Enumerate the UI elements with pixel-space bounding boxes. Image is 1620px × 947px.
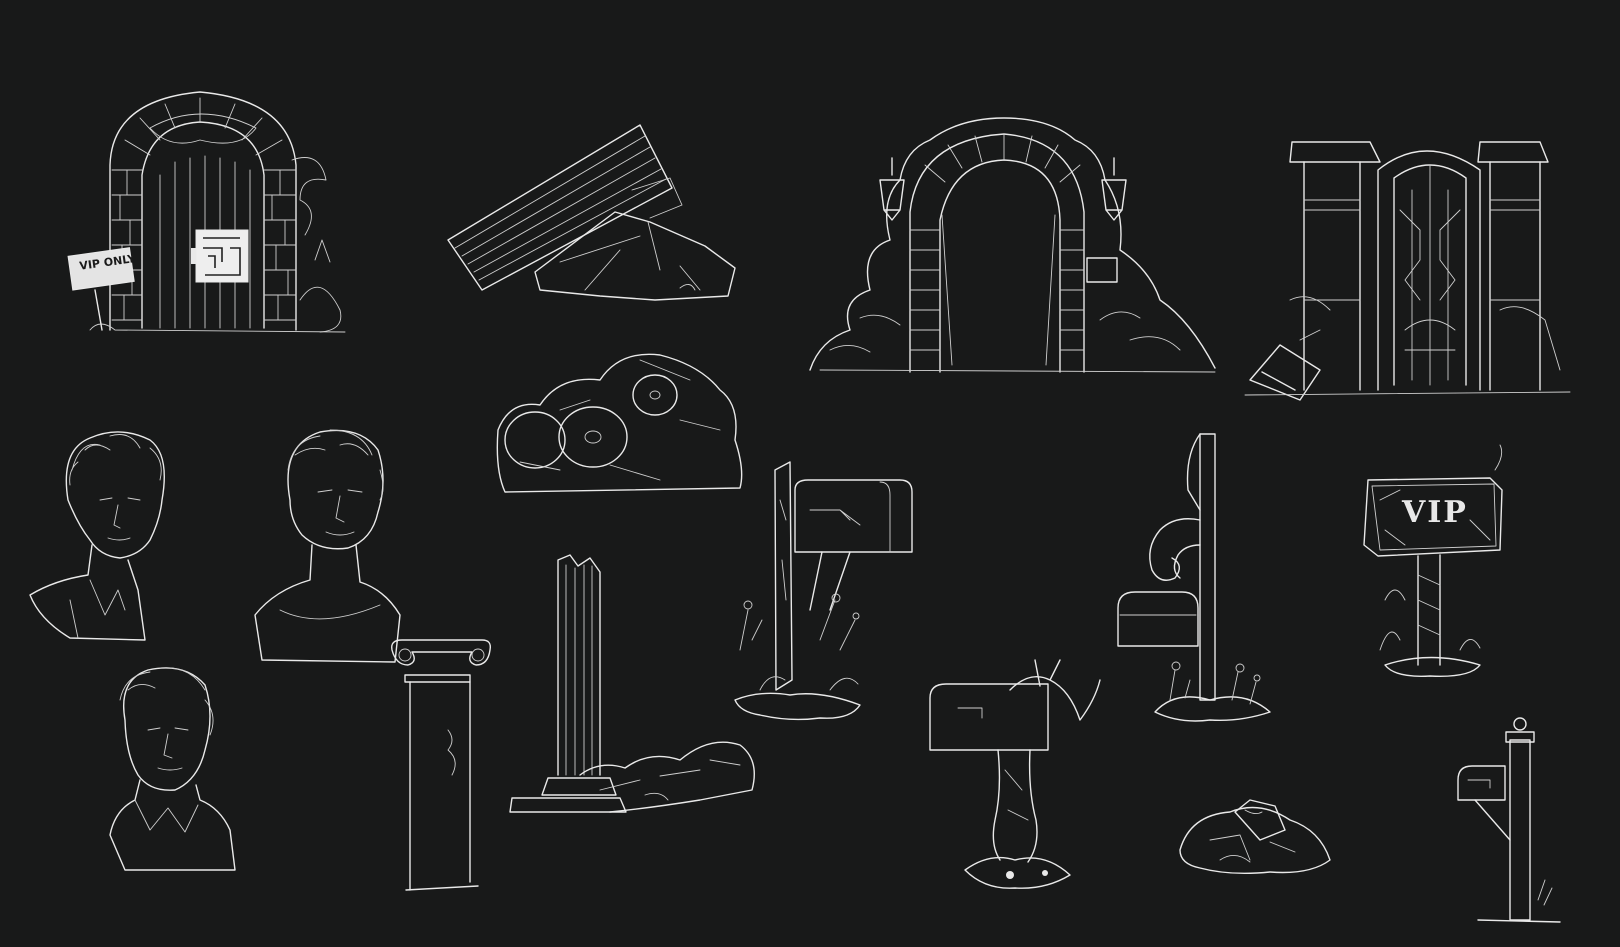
broken-fluted-column bbox=[509, 554, 755, 813]
vip-sign-text: VIP bbox=[1401, 495, 1468, 530]
column-rubble-pile bbox=[496, 353, 743, 493]
vip-sign-post: VIP bbox=[1363, 444, 1503, 677]
brick-archway-with-lanterns bbox=[809, 117, 1216, 373]
fallen-fluted-column bbox=[447, 124, 736, 301]
ornate-gate-with-columns bbox=[1244, 141, 1571, 401]
classical-statue-bust bbox=[254, 429, 401, 663]
curly-hair-man-bust bbox=[29, 431, 165, 641]
mailbox-on-overgrown-post bbox=[734, 461, 913, 721]
rock-pile bbox=[1179, 799, 1331, 875]
ionic-column bbox=[391, 639, 492, 891]
brick-arch-door-with-vip-sign: VIP ONLY bbox=[67, 91, 346, 333]
mailbox-on-ornate-lamp-post bbox=[1117, 433, 1271, 722]
simple-mailbox-post bbox=[1457, 717, 1561, 923]
mailbox-on-tree bbox=[929, 659, 1101, 889]
young-man-bust bbox=[109, 667, 236, 871]
